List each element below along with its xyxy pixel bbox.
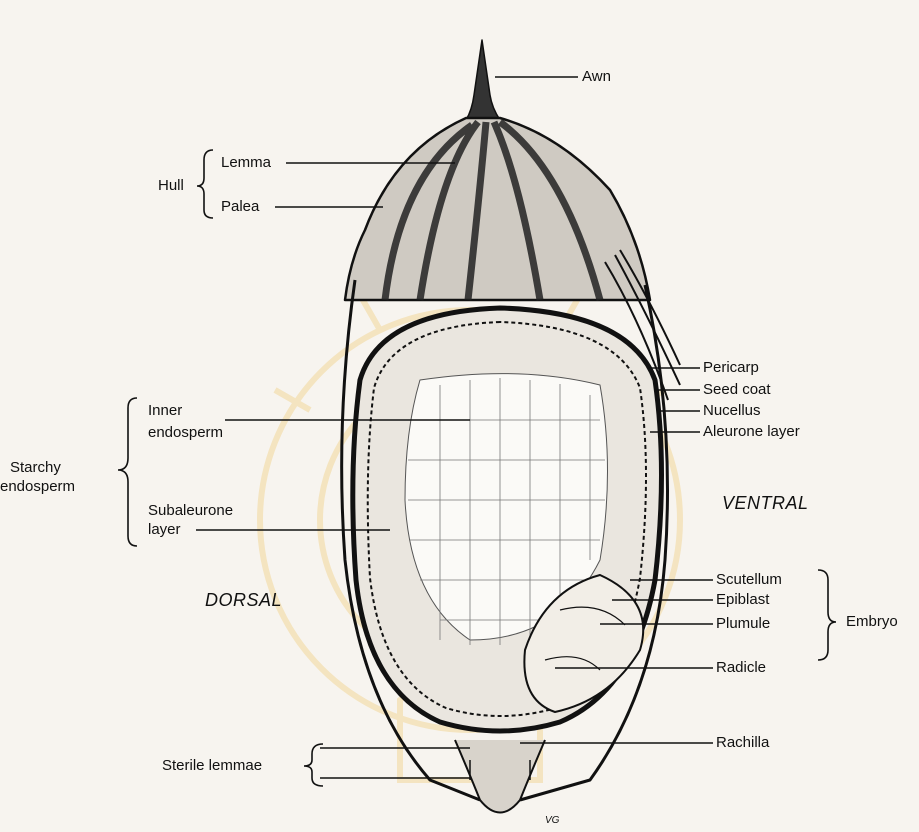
label-aleurone-layer: Aleurone layer xyxy=(703,423,800,441)
awn-shape xyxy=(466,40,500,120)
label-sterile-lemmae: Sterile lemmae xyxy=(162,757,262,775)
label-embryo: Embryo xyxy=(846,613,898,631)
label-nucellus: Nucellus xyxy=(703,402,761,420)
label-radicle: Radicle xyxy=(716,659,766,677)
label-scutellum: Scutellum xyxy=(716,571,782,589)
label-dorsal: DORSAL xyxy=(205,591,282,609)
label-lemma: Lemma xyxy=(221,154,271,172)
label-seed-coat: Seed coat xyxy=(703,381,771,399)
label-subaleurone-2: layer xyxy=(148,521,181,539)
grain-body xyxy=(342,40,680,813)
label-inner-endosperm-2: endosperm xyxy=(148,424,223,442)
label-rachilla: Rachilla xyxy=(716,734,769,752)
label-palea: Palea xyxy=(221,198,259,216)
artist-signature: VG xyxy=(545,812,559,830)
starchy-endosperm-brace xyxy=(118,398,137,546)
label-epiblast: Epiblast xyxy=(716,591,769,609)
label-awn: Awn xyxy=(582,68,611,86)
label-starchy-endosperm-1: Starchy xyxy=(10,459,61,477)
label-ventral: VENTRAL xyxy=(722,494,809,512)
sterile-lemmae-shape xyxy=(455,740,545,813)
embryo-brace xyxy=(818,570,836,660)
hull-brace xyxy=(197,150,213,218)
sterile-lemmae-brace xyxy=(304,744,323,786)
label-hull: Hull xyxy=(158,177,184,195)
label-plumule: Plumule xyxy=(716,615,770,633)
label-subaleurone-1: Subaleurone xyxy=(148,502,233,520)
label-pericarp: Pericarp xyxy=(703,359,759,377)
label-inner-endosperm-1: Inner xyxy=(148,402,182,420)
label-starchy-endosperm-2: endosperm xyxy=(0,478,75,496)
